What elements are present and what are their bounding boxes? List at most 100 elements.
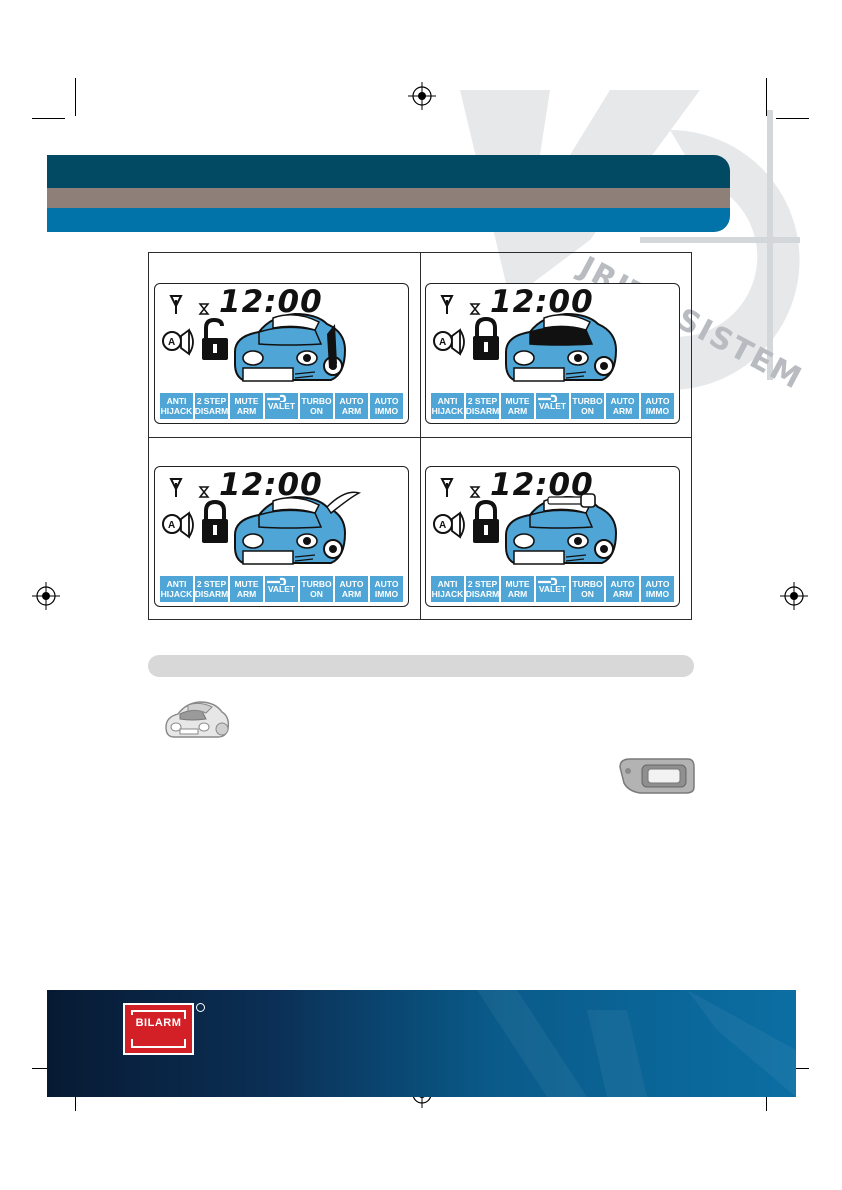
indicator-label-line2: ARM: [236, 406, 257, 416]
indicator-label-line2: ON: [310, 589, 323, 599]
indicator-label-line2: ARM: [341, 589, 362, 599]
indicator-label-line2: ON: [310, 406, 323, 416]
logo-text: BILARM: [135, 1017, 182, 1029]
indicator-label-line2: ARM: [341, 406, 362, 416]
indicator-label-line2: HIJACK: [160, 406, 193, 416]
indicator-label-line1: ANTI: [166, 579, 187, 589]
svg-text:A: A: [168, 520, 175, 531]
registration-mark-right: [780, 582, 808, 610]
indicator-label-line2: IMMO: [645, 589, 670, 599]
wrench-icon: [267, 394, 287, 402]
indicator-label-line2: DISARM: [465, 589, 500, 599]
indicator-label-line1: ANTI: [437, 579, 458, 589]
header-band-dark: [47, 155, 730, 188]
indicator-label-line2: ARM: [612, 589, 633, 599]
lcd-clock: 12:00: [219, 284, 323, 320]
indicator-label-line1: 2 STEP: [196, 396, 227, 406]
indicator-label-line1: 2 STEP: [196, 579, 227, 589]
car-icon: [165, 701, 230, 738]
indicator-label-line2: IMMO: [374, 406, 399, 416]
crop-mark: [32, 118, 65, 119]
indicator-label-line1: VALET: [267, 584, 296, 594]
grid-divider-vertical: [420, 253, 421, 619]
lcd-clock: 12:00: [490, 284, 594, 320]
indicator-label-line2: HIJACK: [160, 589, 193, 599]
indicator-label-line2: ARM: [507, 406, 528, 416]
bilarm-logo: BILARM: [123, 1003, 194, 1055]
indicator-label-line1: 2 STEP: [467, 579, 498, 589]
indicator-label-line2: IMMO: [645, 406, 670, 416]
indicator-label-line2: DISARM: [194, 589, 229, 599]
indicator-label-line1: AUTO: [374, 579, 399, 589]
registration-mark-left: [32, 582, 60, 610]
header-band-gray: [47, 188, 730, 208]
svg-text:A: A: [168, 337, 175, 348]
registered-mark-icon: [196, 1003, 205, 1012]
indicator-label-line1: TURBO: [301, 579, 332, 589]
indicator-label-line2: HIJACK: [431, 406, 464, 416]
indicator-label-line1: AUTO: [374, 396, 399, 406]
wrench-icon: [538, 577, 558, 585]
lcd-indicator: VALET: [265, 576, 298, 602]
registration-mark-top: [408, 82, 436, 110]
indicator-label-line2: DISARM: [465, 406, 500, 416]
lcd-clock: 12:00: [219, 467, 323, 503]
indicator-label-line1: VALET: [267, 401, 296, 411]
lcd-clock: 12:00: [490, 467, 594, 503]
indicator-label-line1: MUTE: [505, 579, 530, 589]
indicator-label-line1: MUTE: [505, 396, 530, 406]
grid-divider-horizontal: [149, 437, 691, 438]
indicator-label-line1: ANTI: [437, 396, 458, 406]
indicator-label-line2: ARM: [236, 589, 257, 599]
wrench-icon: [538, 394, 558, 402]
wrench-icon: [267, 577, 287, 585]
lcd-indicator: VALET: [536, 576, 569, 602]
indicator-label-line2: HIJACK: [431, 589, 464, 599]
indicator-label-line1: AUTO: [339, 579, 364, 589]
indicator-label-line2: ARM: [507, 589, 528, 599]
indicator-label-line1: AUTO: [610, 396, 635, 406]
indicator-label-line1: AUTO: [645, 396, 670, 406]
indicator-label-line2: ARM: [612, 406, 633, 416]
indicator-label-line1: VALET: [538, 584, 567, 594]
indicator-label-line2: ON: [581, 406, 594, 416]
crop-mark: [766, 78, 767, 116]
section-heading-bar: [148, 655, 694, 677]
indicator-label-line2: IMMO: [374, 589, 399, 599]
indicator-label-line1: TURBO: [301, 396, 332, 406]
indicator-label-line1: ANTI: [166, 396, 187, 406]
indicator-label-line2: DISARM: [194, 406, 229, 416]
indicator-label-line1: AUTO: [339, 396, 364, 406]
svg-text:A: A: [439, 337, 446, 348]
indicator-label-line1: MUTE: [234, 579, 259, 589]
indicator-label-line1: TURBO: [572, 579, 603, 589]
lcd-indicator: VALET: [265, 393, 298, 419]
lcd-indicator: VALET: [536, 393, 569, 419]
indicator-label-line2: ON: [581, 589, 594, 599]
indicator-label-line1: MUTE: [234, 396, 259, 406]
header-band-blue: [47, 208, 730, 232]
indicator-label-line1: VALET: [538, 401, 567, 411]
indicator-label-line1: 2 STEP: [467, 396, 498, 406]
indicator-label-line1: TURBO: [572, 396, 603, 406]
